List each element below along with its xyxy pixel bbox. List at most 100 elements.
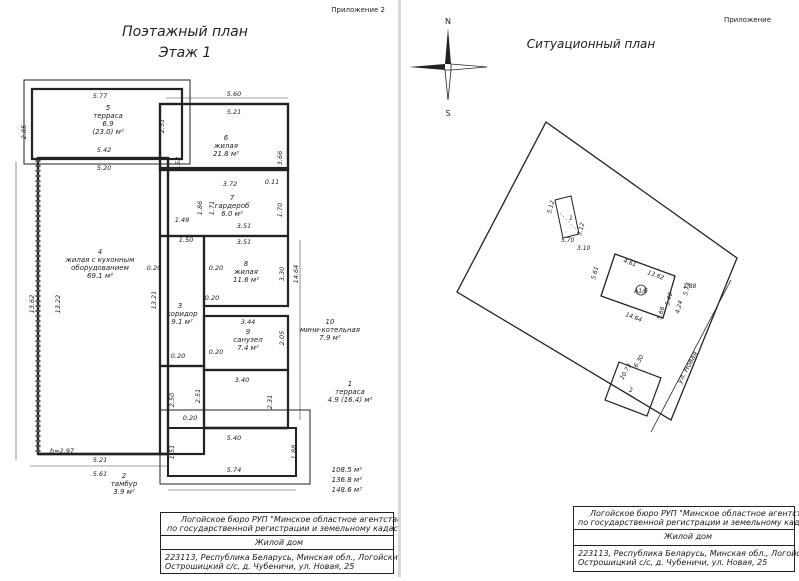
stamp-org-line-2: по государственной регистрации и земельн… (578, 518, 799, 527)
room-3 (158, 234, 206, 368)
dim: 3.30 (278, 267, 286, 281)
appendix-label: Приложение 2 (331, 6, 385, 14)
dim: 1.71 (208, 201, 216, 215)
main-house (600, 253, 676, 319)
dim: 5.21 (93, 456, 107, 464)
room-4-name: жилая с кухонным (65, 256, 136, 264)
room-3-area: 9.1 м² (171, 318, 193, 326)
dim: 0.20 (171, 352, 185, 360)
stamp-org-line-1: Логойское бюро РУП "Минское областное аг… (181, 515, 402, 524)
room-10-area: 7.9 м² (319, 334, 341, 342)
room-3-name: коридор (166, 310, 198, 318)
dim: 5.60 (227, 90, 241, 98)
site-dim: 5.40 (664, 292, 674, 307)
dim: 2.05 (278, 331, 286, 345)
room-5-extra: (23.0) м² (92, 128, 124, 136)
walls (23, 79, 311, 485)
site-dim: 4.61 (622, 257, 637, 268)
dim: 0.20 (205, 294, 219, 302)
room-2-name: тамбур (111, 480, 138, 488)
south-label: S (445, 109, 450, 118)
room-9-num: 9 (246, 328, 251, 336)
room-6-area: 21.8 м² (213, 150, 239, 158)
room-7-name: гардероб (215, 202, 250, 210)
room-8-name: жилая (233, 268, 258, 276)
dim: 3.51 (237, 222, 251, 230)
terrace-1-outline (159, 409, 311, 485)
room-5-num: 5 (106, 104, 111, 112)
stamp-address-1: 223113, Республика Беларусь, Минская обл… (165, 553, 422, 562)
site-dim: 3.10 (577, 245, 591, 252)
floor-plan-sheet: Приложение 2 Поэтажный план Этаж 1 (0, 0, 421, 577)
label-building-1: 1 (569, 215, 573, 222)
title-block-left: Логойское бюро РУП "Минское областное аг… (160, 512, 421, 574)
parcel-boundary (456, 121, 738, 421)
street-line (650, 279, 732, 433)
floor-plan-drawing: Приложение 2 Поэтажный план Этаж 1 (15, 6, 385, 496)
stamp-address-2: Остpошицкий с/с, д. Чубеничи, ул. Новая,… (165, 562, 355, 571)
dim: 1.49 (175, 216, 189, 224)
site-dim: 3.12 (576, 222, 586, 237)
north-label: N (445, 17, 451, 26)
site-dim: 5.66 (656, 306, 666, 321)
dim: 13.21 (150, 291, 158, 310)
appendix-label: Приложение (724, 16, 771, 24)
room-1-area: 4.9 (16.4) м² (328, 396, 373, 404)
room-3-num: 3 (178, 302, 182, 310)
site-dim: 10.73 (619, 362, 634, 381)
site-dim: 5.70 (561, 237, 575, 244)
dim: 5.40 (227, 434, 241, 442)
dim: 5.42 (97, 146, 111, 154)
room-7-area: 6.0 м² (221, 210, 243, 218)
room-10-num: 10 (326, 318, 335, 326)
dimension-lines (15, 97, 301, 491)
room-1-num: 1 (348, 380, 352, 388)
room-4-area: 69.1 м² (87, 272, 113, 280)
dim: 2.85 (20, 125, 28, 139)
room-6 (158, 102, 290, 172)
outbuilding-1 (554, 195, 580, 239)
dim: 1.88 (290, 445, 298, 459)
room-8-num: 8 (244, 260, 249, 268)
room-4-name2: оборудованием (71, 264, 129, 272)
room-5-name: терраса (93, 112, 123, 120)
dim: 1.50 (179, 236, 193, 244)
dim: 5.61 (93, 470, 107, 478)
site-dim: 1.88 (683, 283, 697, 290)
dim: 0.20 (209, 348, 223, 356)
title-block-right: Логойское бюро РУП "Минское областное аг… (573, 506, 799, 572)
dimension-values: 5.77 2.85 2.51 5.60 5.21 5.42 5.20 5.52 … (20, 90, 300, 478)
area-totals: 108.5 м² 136.8 м² 148.6 м² (332, 466, 363, 494)
dim: 13.62 (28, 295, 36, 314)
room-6-name: жилая (213, 142, 238, 150)
dim: h=2.97 (50, 447, 75, 455)
stamp-object: Жилой дом (255, 538, 304, 547)
site-dim: 5.74 (682, 282, 692, 297)
dim: 14.64 (292, 265, 300, 284)
stamp-org-line-2: по государственной регистрации и земельн… (167, 524, 416, 533)
dim: 3.51 (237, 238, 251, 246)
site-dim: 5.12 (546, 200, 556, 215)
situation-plan-drawing: Приложение Ситуационный план N S (409, 16, 771, 433)
room-9-area: 7.4 м² (237, 344, 259, 352)
room-labels: 5 терраса 6.9 (23.0) м² 6 жилая 21.8 м² … (65, 104, 373, 496)
dim: 2.50 (168, 393, 176, 407)
dim: 1.51 (168, 445, 176, 459)
total-area-3: 148.6 м² (332, 486, 363, 494)
site-dim: 5.61 (590, 266, 600, 281)
dim: 2.51 (194, 389, 202, 403)
dim: 3.72 (223, 180, 237, 188)
dim: 1.86 (196, 201, 204, 215)
building-2 (604, 361, 662, 417)
dim: 13.22 (54, 295, 62, 314)
room-7-num: 7 (230, 194, 235, 202)
room-2-area: 3.9 м² (113, 488, 135, 496)
stamp-address-2: Остpошицкий с/с, д. Чубеничи, ул. Новая,… (578, 558, 768, 567)
dim: 3.40 (235, 376, 249, 384)
dim: 0.20 (209, 264, 223, 272)
total-area-2: 136.8 м² (332, 476, 363, 484)
room-8-area: 11.6 м² (233, 276, 259, 284)
sheet-divider (398, 0, 401, 577)
dim: 5.21 (227, 108, 241, 116)
plan-title: Поэтажный план (122, 24, 248, 40)
